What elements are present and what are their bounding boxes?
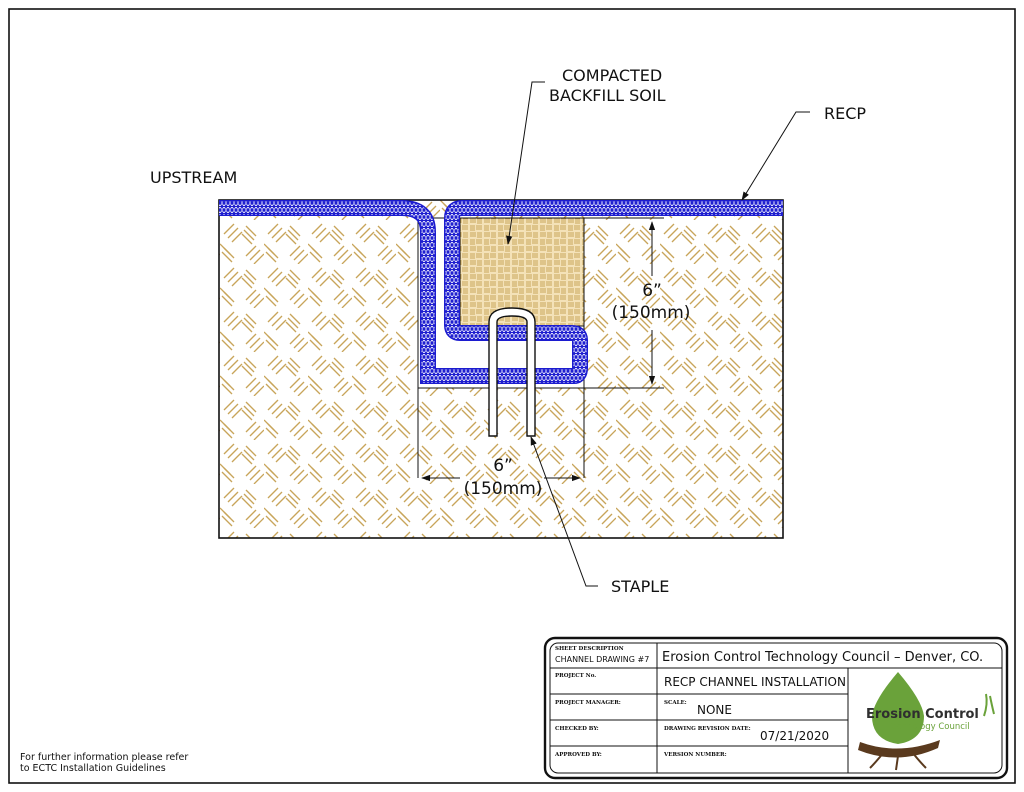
version-label: VERSION NUMBER: (663, 752, 727, 758)
recp-label: RECP (824, 104, 866, 123)
backfill-leader (506, 81, 545, 245)
note-line-1: For further information please refer (20, 752, 189, 763)
title-block: SHEET DESCRIPTION CHANNEL DRAWING #7 Ero… (543, 636, 1009, 780)
compacted-label-1: COMPACTED (562, 66, 662, 85)
project-manager-label: PROJECT MANAGER: (555, 700, 621, 706)
compacted-label-2: BACKFILL SOIL (549, 86, 666, 105)
project-title: RECP CHANNEL INSTALLATION (664, 675, 846, 689)
sheet-description-value: CHANNEL DRAWING #7 (555, 655, 649, 664)
revision-date-label: DRAWING REVISION DATE: (664, 726, 751, 732)
staple-leader (530, 436, 598, 587)
sheet-description-label: SHEET DESCRIPTION (555, 646, 624, 652)
scale-label: SCALE: (664, 700, 687, 706)
staple-label: STAPLE (611, 577, 669, 596)
note-line-2: to ECTC Installation Guidelines (20, 763, 166, 774)
ectc-logo: Erosion Control Technology Council (858, 672, 995, 771)
recp-blanket (219, 201, 783, 383)
guidelines-note: For further information please refer to … (20, 752, 188, 774)
project-no-label: PROJECT No. (555, 673, 596, 679)
dim-vertical-metric: (150mm) (612, 303, 691, 323)
vertical-dimension (584, 217, 664, 389)
dim-horizontal-metric: (150mm) (464, 479, 543, 499)
logo-line-1: Erosion Control (866, 707, 979, 722)
revision-date-value: 07/21/2020 (760, 729, 829, 743)
dim-vertical-value: 6” (642, 281, 662, 301)
checked-by-label: CHECKED BY: (555, 726, 599, 732)
backfill-soil (459, 217, 585, 327)
approved-by-label: APPROVED BY: (554, 752, 602, 758)
page-border (8, 8, 1016, 784)
scale-value: NONE (697, 703, 732, 717)
staple (488, 307, 536, 437)
upstream-label: UPSTREAM (150, 168, 237, 187)
dim-horizontal-value: 6” (493, 456, 513, 476)
recp-leader (741, 111, 810, 201)
organization-name: Erosion Control Technology Council – Den… (662, 650, 983, 665)
logo-line-2: Technology Council (887, 722, 970, 732)
